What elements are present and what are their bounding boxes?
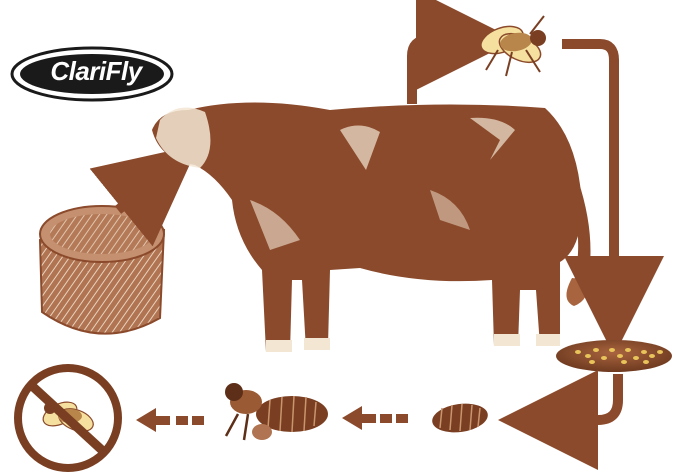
no-fly-icon <box>18 368 118 468</box>
feed-tub-icon <box>40 206 164 334</box>
arrow-tub-to-cow <box>118 176 160 210</box>
arrow-pupa-to-nofly <box>136 408 204 432</box>
adult-fly-icon <box>477 16 546 76</box>
arrow-larva-to-pupa <box>342 406 408 430</box>
cow-icon <box>152 103 591 353</box>
pupa-emerging-fly-icon <box>225 383 328 440</box>
arrow-eggs-to-larva <box>548 374 618 420</box>
fly-eggs-icon <box>556 340 672 372</box>
larva-icon <box>430 400 489 436</box>
clarifly-logo-text: ClariFly <box>26 56 166 87</box>
arrow-cow-to-fly <box>412 40 466 104</box>
